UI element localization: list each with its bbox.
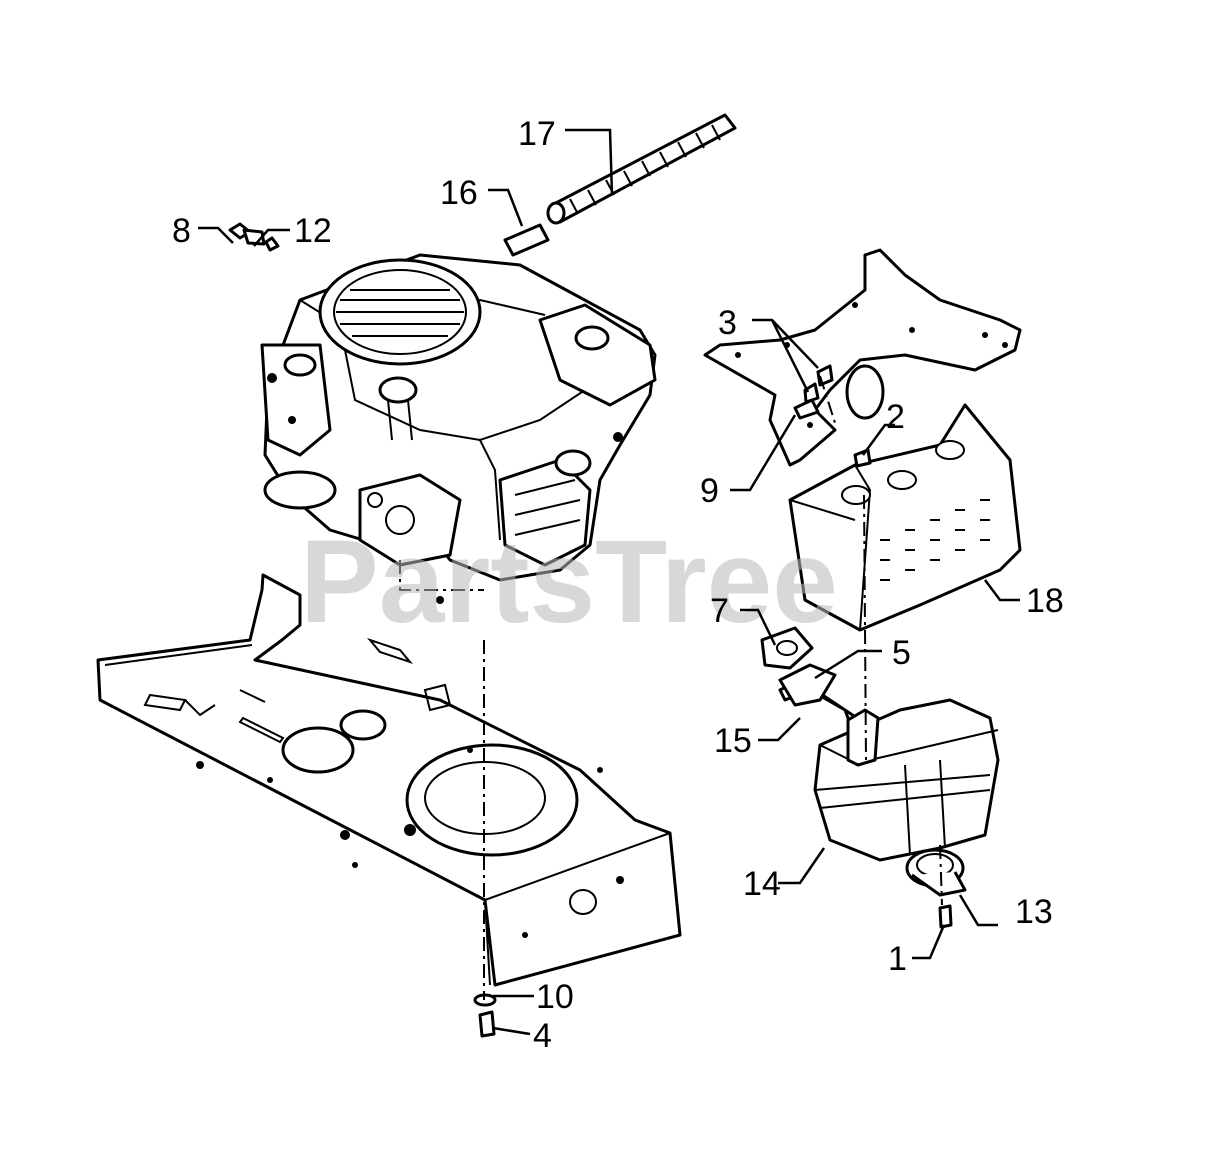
callout-13: 13	[1015, 893, 1053, 931]
callout-2: 2	[886, 398, 905, 436]
engine[interactable]	[260, 253, 657, 582]
callout-7: 7	[710, 592, 729, 630]
callout-16: 16	[440, 174, 478, 212]
callout-15: 15	[714, 722, 752, 760]
fuel-line-hose[interactable]	[546, 113, 737, 225]
callout-12: 12	[294, 212, 332, 250]
spark-arrestor[interactable]	[905, 848, 967, 897]
engine-mounting-plate[interactable]	[96, 573, 682, 987]
muffler[interactable]	[813, 698, 1000, 862]
callout-14: 14	[743, 865, 781, 903]
callout-1: 1	[888, 940, 907, 978]
exhaust-gasket[interactable]	[760, 626, 814, 670]
hardware-small-parts[interactable]	[228, 222, 953, 1038]
callout-17: 17	[518, 115, 556, 153]
callout-5: 5	[892, 634, 911, 672]
callout-10: 10	[536, 978, 574, 1016]
callout-4: 4	[533, 1017, 552, 1055]
muffler-heat-shield[interactable]	[788, 403, 1022, 632]
callout-labels: 17 16 8 12 3 2 9 18 7 5 15 14 13 1 10 4	[172, 115, 1064, 1055]
callout-3: 3	[718, 304, 737, 342]
alignment-center-lines	[399, 375, 943, 1000]
callout-9: 9	[700, 472, 719, 510]
callout-8: 8	[172, 212, 191, 250]
leader-lines	[198, 128, 1020, 1036]
callout-18: 18	[1026, 582, 1064, 620]
watermark: PartsTree	[300, 516, 838, 648]
